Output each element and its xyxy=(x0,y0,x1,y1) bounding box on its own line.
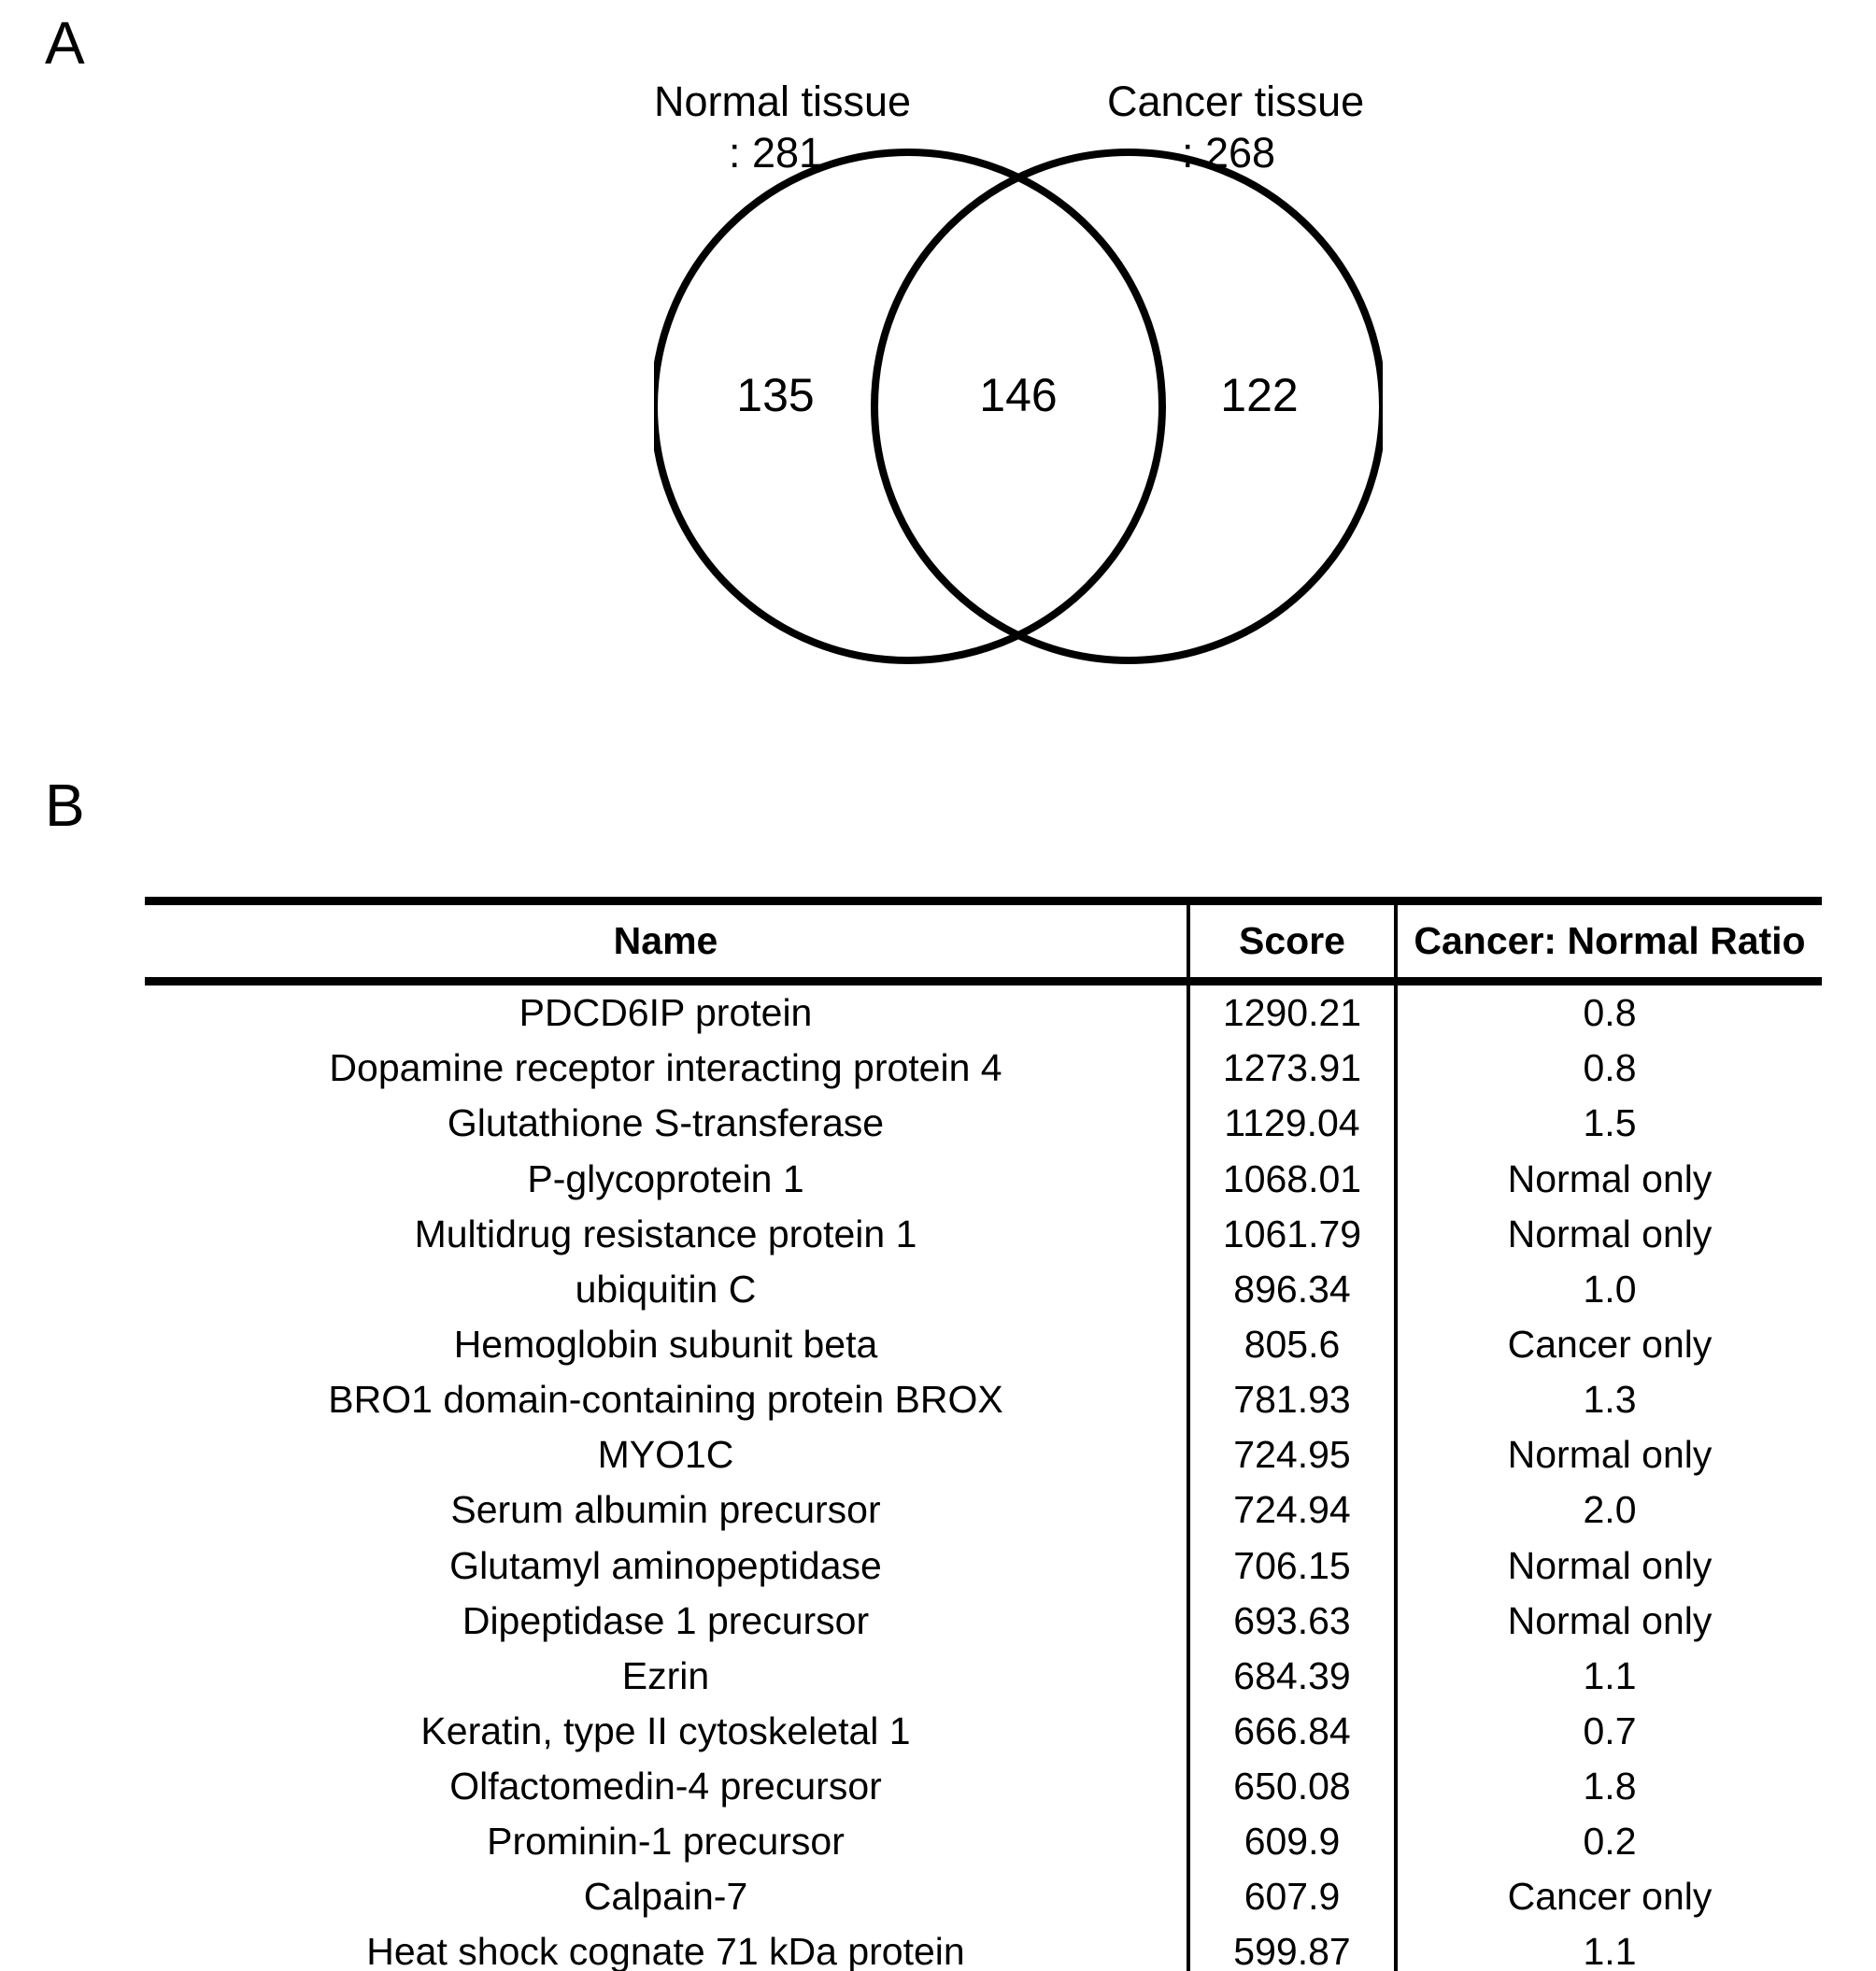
venn-left-set-title: Normal tissue xyxy=(654,78,912,125)
cell-cancer-normal-ratio: Normal only xyxy=(1394,1206,1822,1262)
cell-protein-name: Glutamyl aminopeptidase xyxy=(449,1543,882,1587)
cell-protein-name: Ezrin xyxy=(621,1653,710,1697)
protein-table: Name Score Cancer: Normal Ratio PDCD6IP … xyxy=(145,896,1822,1971)
cell-cancer-normal-ratio: Normal only xyxy=(1394,1538,1822,1594)
cell-cancer-normal-ratio: 1.3 xyxy=(1394,1372,1822,1428)
venn-right-circle xyxy=(871,149,1383,664)
cell-cancer-normal-ratio: Normal only xyxy=(1394,1151,1822,1207)
cell-protein-name: Glutathione S-transferase xyxy=(447,1101,885,1145)
cell-cancer-normal-ratio: 1.1 xyxy=(1394,1648,1822,1704)
cell-protein-name: Prominin-1 precursor xyxy=(487,1820,845,1864)
cell-cancer-normal-ratio: 1.0 xyxy=(1394,1261,1822,1317)
cell-cancer-normal-ratio: Normal only xyxy=(1394,1593,1822,1649)
cell-score: 896.34 xyxy=(1187,1261,1396,1317)
cell-protein-name: Hemoglobin subunit beta xyxy=(453,1322,878,1366)
panel-a-label: A xyxy=(45,9,85,77)
cell-cancer-normal-ratio: 1.5 xyxy=(1394,1096,1822,1152)
cell-score: 599.87 xyxy=(1187,1924,1396,1971)
cell-score: 706.15 xyxy=(1187,1538,1396,1594)
cell-score: 693.63 xyxy=(1187,1593,1396,1649)
cell-cancer-normal-ratio: 0.2 xyxy=(1394,1814,1822,1870)
column-header-score: Score xyxy=(1187,896,1396,986)
column-header-cancer-normal-ratio: Cancer: Normal Ratio xyxy=(1394,896,1822,986)
venn-intersection-count: 146 xyxy=(979,369,1058,421)
cell-score: 650.08 xyxy=(1187,1759,1396,1815)
table-row: BRO1 domain-containing protein BROX 781.9… xyxy=(145,1372,1822,1428)
cell-cancer-normal-ratio: 0.8 xyxy=(1394,1041,1822,1097)
cell-cancer-normal-ratio: 0.7 xyxy=(1394,1703,1822,1760)
cell-cancer-normal-ratio: 0.8 xyxy=(1394,981,1822,1042)
cell-cancer-normal-ratio: Cancer only xyxy=(1394,1869,1822,1925)
cell-protein-name: Olfactomedin-4 precursor xyxy=(449,1765,882,1808)
cell-score: 607.9 xyxy=(1187,1869,1396,1925)
cell-score: 1129.04 xyxy=(1187,1096,1396,1152)
cell-score: 666.84 xyxy=(1187,1703,1396,1760)
table-header: Name Score Cancer: Normal Ratio xyxy=(145,896,1822,986)
cell-cancer-normal-ratio: Normal only xyxy=(1394,1427,1822,1483)
cell-cancer-normal-ratio: 1.8 xyxy=(1394,1759,1822,1815)
venn-right-set-title: Cancer tissue xyxy=(1107,78,1365,125)
venn-left-set-caption: Normal tissue : 281 xyxy=(654,77,912,179)
cell-protein-name: BRO1 domain-containing protein BROX xyxy=(328,1378,1003,1422)
cell-protein-name: MYO1C xyxy=(597,1433,734,1477)
cell-score: 1273.91 xyxy=(1187,1041,1396,1097)
cell-protein-name: PDCD6IP protein xyxy=(519,991,813,1035)
panel-b-protein-table: Name Score Cancer: Normal Ratio PDCD6IP … xyxy=(145,896,1822,1971)
cell-score: 781.93 xyxy=(1187,1372,1396,1428)
cell-protein-name: Calpain-7 xyxy=(583,1875,748,1919)
cell-cancer-normal-ratio: 2.0 xyxy=(1394,1482,1822,1539)
panel-b-label: B xyxy=(45,772,85,839)
venn-left-unique-count: 135 xyxy=(736,369,815,421)
column-header-name: Name xyxy=(145,896,1188,986)
cell-score: 609.9 xyxy=(1187,1814,1396,1870)
cell-protein-name: Keratin, type II cytoskeletal 1 xyxy=(420,1709,911,1752)
venn-left-set-count: : 281 xyxy=(728,128,823,177)
cell-score: 684.39 xyxy=(1187,1648,1396,1704)
cell-protein-name: Dopamine receptor interacting protein 4 xyxy=(329,1046,1002,1090)
venn-left-circle xyxy=(654,149,1166,664)
venn-right-set-count: : 268 xyxy=(1181,128,1276,177)
cell-protein-name: Multidrug resistance protein 1 xyxy=(414,1212,917,1255)
cell-cancer-normal-ratio: Cancer only xyxy=(1394,1316,1822,1373)
cell-score: 1068.01 xyxy=(1187,1151,1396,1207)
panel-a-venn-diagram: A Normal tissue : 281 Cancer tissue : 26… xyxy=(0,0,1876,747)
cell-protein-name: Dipeptidase 1 precursor xyxy=(462,1598,870,1642)
venn-right-unique-count: 122 xyxy=(1220,369,1299,421)
cell-protein-name: Serum albumin precursor xyxy=(450,1488,881,1532)
cell-score: 805.6 xyxy=(1187,1316,1396,1373)
cell-score: 1290.21 xyxy=(1187,981,1396,1042)
cell-cancer-normal-ratio: 1.1 xyxy=(1394,1924,1822,1971)
cell-score: 724.94 xyxy=(1187,1482,1396,1539)
cell-score: 724.95 xyxy=(1187,1427,1396,1483)
cell-score: 1061.79 xyxy=(1187,1206,1396,1262)
venn-circles-graphic xyxy=(654,149,1383,664)
cell-protein-name: P-glycoprotein 1 xyxy=(527,1156,804,1200)
table-row: Dopamine receptor interacting protein 4 1… xyxy=(145,1041,1822,1097)
venn-right-set-caption: Cancer tissue : 268 xyxy=(1107,77,1365,179)
cell-protein-name: ubiquitin C xyxy=(575,1267,757,1311)
cell-protein-name: Heat shock cognate 71 kDa protein xyxy=(366,1930,965,1971)
table-header-row: Name Score Cancer: Normal Ratio xyxy=(145,896,1822,986)
